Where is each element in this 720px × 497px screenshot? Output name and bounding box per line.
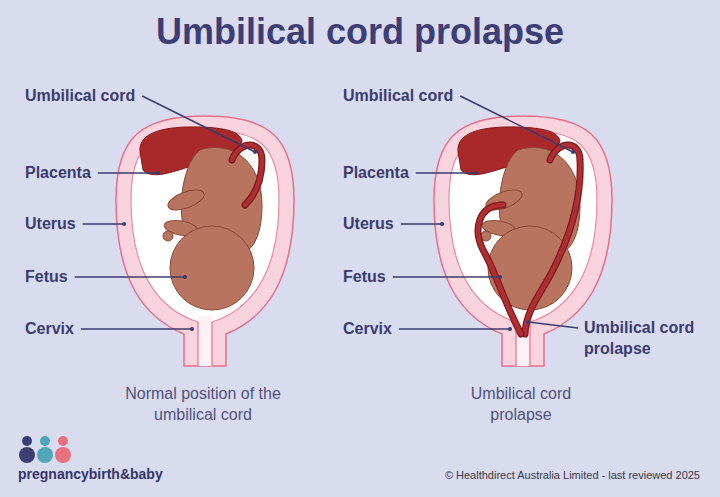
part-label: Umbilical cord	[25, 86, 135, 106]
part-label: Uterus	[25, 214, 76, 234]
part-label: Cervix	[343, 319, 392, 339]
logo-icon	[19, 436, 71, 463]
figure-caption: Normal position of the umbilical cord	[103, 383, 303, 425]
part-label: Placenta	[343, 163, 409, 183]
part-label: Fetus	[343, 267, 386, 287]
part-label: Umbilical cord prolapse	[584, 317, 710, 359]
part-label: Fetus	[25, 267, 68, 287]
figure-caption: Umbilical cord prolapse	[446, 383, 596, 425]
diagram-title: Umbilical cord prolapse	[0, 10, 720, 54]
part-label: Cervix	[25, 319, 74, 339]
copyright-note: © Healthdirect Australia Limited - last …	[445, 468, 700, 482]
logo-text: pregnancybirth&baby	[18, 465, 163, 483]
part-label: Uterus	[343, 214, 394, 234]
part-label: Placenta	[25, 163, 91, 183]
part-label: Umbilical cord	[343, 86, 453, 106]
